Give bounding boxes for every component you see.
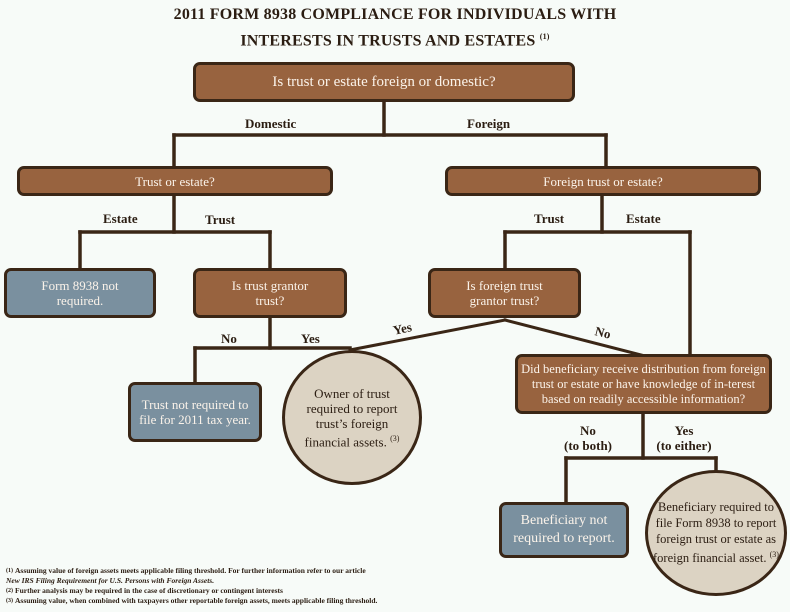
beneficiary-required-ref: (3) xyxy=(769,550,779,560)
title-line-1: 2011 FORM 8938 COMPLIANCE FOR INDIVIDUAL… xyxy=(173,6,617,23)
node-foreign-question: Foreign trust or estate? xyxy=(445,166,761,196)
node-grantor-question: Is trust grantor trust? xyxy=(193,268,347,318)
foreign-grantor-question-text: Is foreign trust grantor trust? xyxy=(466,278,543,308)
distribution-question-text: Did beneficiary receive distribution fro… xyxy=(521,361,766,406)
footnote-3: (3)Assuming value, when combined with ta… xyxy=(6,596,377,606)
footnote-3-text: Assuming value, when combined with taxpa… xyxy=(15,596,378,605)
edge-label-for-estate: Estate xyxy=(626,211,661,226)
footnote-3-num: (3) xyxy=(6,598,13,604)
owner-required-body: Owner of trust required to report trust’… xyxy=(304,385,398,450)
dist-yes-text: Yes xyxy=(674,423,694,438)
node-root-question: Is trust or estate foreign or domestic? xyxy=(193,62,575,102)
edge-label-foreign: Foreign xyxy=(467,116,511,131)
node-owner-required: Owner of trust required to report trust’… xyxy=(282,350,422,485)
node-foreign-grantor-question: Is foreign trust grantor trust? xyxy=(428,268,581,318)
node-beneficiary-required: Beneficiary required to file Form 8938 t… xyxy=(645,470,787,596)
beneficiary-required-body: Beneficiary required to file Form 8938 t… xyxy=(653,500,777,566)
footnote-1-article: New IRS Filing Requirement for U.S. Pers… xyxy=(6,576,214,585)
title-line-2: INTERESTS IN TRUSTS AND ESTATES (1) xyxy=(0,32,790,50)
footnote-2-text: Further analysis may be required in the … xyxy=(15,586,283,595)
footnote-1-text: Assuming value of foreign assets meets a… xyxy=(15,566,366,575)
estate-result-text: Form 8938 not required. xyxy=(41,278,119,308)
owner-required-text: Owner of trust required to report trust’… xyxy=(302,386,402,449)
edge-label-grantor-no: No xyxy=(221,331,237,346)
edge-label-dist-no: No(to both) xyxy=(558,423,618,453)
dist-no-sub: (to both) xyxy=(563,438,613,453)
node-distribution-question: Did beneficiary receive distribution fro… xyxy=(515,354,772,414)
footnote-2-num: (2) xyxy=(6,588,13,594)
grantor-question-text: Is trust grantor trust? xyxy=(231,278,309,308)
edge-label-dom-estate: Estate xyxy=(103,211,138,226)
beneficiary-not-required-text: Beneficiary not required to report. xyxy=(513,513,615,546)
footnote-2: (2)Further analysis may be required in t… xyxy=(6,586,283,596)
trust-not-required-text: Trust not required to file for 2011 tax … xyxy=(139,397,251,427)
node-estate-result: Form 8938 not required. xyxy=(4,268,156,318)
node-trust-not-required: Trust not required to file for 2011 tax … xyxy=(128,382,262,442)
node-beneficiary-not-required: Beneficiary not required to report. xyxy=(499,502,629,558)
edge-label-domestic: Domestic xyxy=(245,116,297,131)
beneficiary-required-text: Beneficiary required to file Form 8938 t… xyxy=(652,499,780,566)
footnote-1-num: (1) xyxy=(6,568,13,574)
dist-yes-sub: (to either) xyxy=(656,438,712,453)
owner-required-ref: (3) xyxy=(390,433,400,443)
footnote-1-article-link: New IRS Filing Requirement for U.S. Pers… xyxy=(6,576,215,585)
edge-label-for-trust: Trust xyxy=(534,211,565,226)
footnote-1: (1)Assuming value of foreign assets meet… xyxy=(6,566,366,576)
node-domestic-question: Trust or estate? xyxy=(17,166,333,196)
edge-label-grantor-yes: Yes xyxy=(301,331,320,346)
edge-fgrantor-yes xyxy=(348,318,507,352)
dist-no-text: No xyxy=(580,423,596,438)
edge-label-dist-yes: Yes(to either) xyxy=(649,423,719,453)
edge-label-dom-trust: Trust xyxy=(205,212,236,227)
edge-fgrantor-no xyxy=(503,318,647,358)
title-text: INTERESTS IN TRUSTS AND ESTATES xyxy=(240,32,536,50)
title-footnote-ref: (1) xyxy=(539,32,550,41)
